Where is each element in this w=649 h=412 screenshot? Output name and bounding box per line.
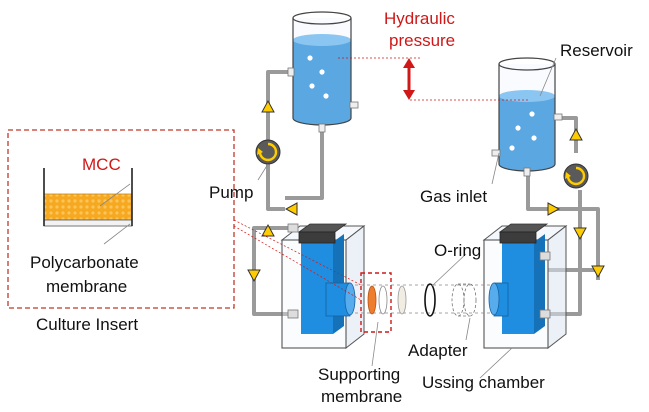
hydraulic-pressure-indicator: [338, 57, 530, 101]
right-tube-reservoir-out: [526, 172, 548, 211]
inset-connector: [233, 225, 362, 301]
leader-lines: [257, 57, 557, 379]
o-ring: [424, 283, 436, 317]
pump-rotor-icon: [565, 166, 586, 186]
gas-inlet-label: Gas inlet: [420, 187, 487, 206]
flow-arrow-icon: [261, 99, 275, 113]
pressure-label: pressure: [389, 31, 455, 50]
supporting-membrane-label: membrane: [321, 387, 402, 406]
reservoir-label: Reservoir: [560, 41, 633, 60]
flow-arrows: [247, 99, 605, 283]
hydraulic-label: Hydraulic: [384, 9, 455, 28]
right-tube-up: [548, 207, 600, 280]
exploded-guides: [355, 284, 492, 314]
right-pump: [563, 163, 589, 189]
supporting-label: Supporting: [318, 365, 400, 384]
ussing-chamber-label: Ussing chamber: [422, 373, 545, 392]
adapter: [451, 283, 477, 317]
flow-arrow-icon: [569, 127, 583, 141]
left-tube-reservoir-out: [285, 130, 324, 200]
pump-rotor-icon: [257, 142, 278, 162]
membrane-label: membrane: [46, 277, 127, 296]
left-reservoir: [287, 11, 359, 133]
adapter-label: Adapter: [408, 341, 468, 360]
mcc-label: MCC: [82, 155, 121, 174]
double-headed-arrow-icon: [403, 58, 415, 100]
left-pump: [255, 139, 281, 165]
membrane-disc: [397, 285, 407, 315]
right-tube-to-reservoir: [556, 116, 578, 153]
left-chamber: [280, 223, 366, 350]
right-reservoir: [491, 57, 563, 177]
flow-arrow-icon: [573, 227, 587, 241]
culture-insert-inset: [7, 129, 235, 309]
polycarbonate-label: Polycarbonate: [30, 253, 139, 272]
supporting-membrane-group: [360, 272, 392, 333]
right-chamber: [482, 223, 568, 350]
flow-arrow-icon: [547, 202, 561, 216]
left-tube-up: [266, 164, 285, 211]
flow-arrow-icon: [261, 223, 275, 237]
left-tube-to-reservoir: [266, 70, 292, 140]
o-ring-label: O-ring: [434, 241, 481, 260]
flow-arrow-icon: [247, 269, 261, 283]
flow-arrow-icon: [284, 202, 298, 216]
pump-label: Pump: [209, 183, 253, 202]
flow-arrow-icon: [591, 265, 605, 279]
culture-insert-label: Culture Insert: [36, 315, 138, 334]
